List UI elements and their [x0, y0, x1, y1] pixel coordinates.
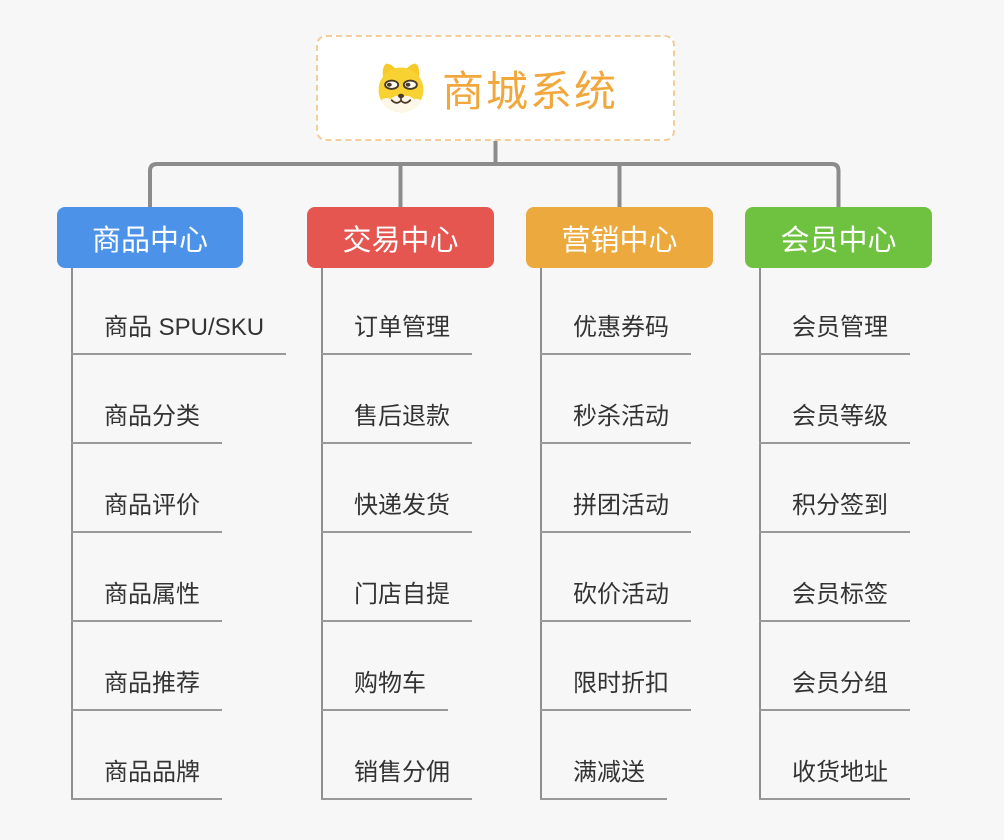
branch-member-center: 会员中心 会员管理 会员等级 积分签到 会员标签 会员分组 收货地址	[745, 207, 932, 800]
mindmap-item[interactable]: 商品分类	[71, 400, 222, 444]
dog-logo-icon	[378, 63, 424, 113]
root-node[interactable]: 商城系统	[316, 35, 675, 141]
mindmap-item[interactable]: 商品推荐	[71, 667, 222, 711]
branch-label: 营销中心	[561, 224, 678, 257]
mindmap-item[interactable]: 砍价活动	[540, 578, 691, 622]
branch-trunk-line	[321, 268, 323, 800]
branch-node-member-center[interactable]: 会员中心	[745, 207, 932, 268]
branch-label: 交易中心	[342, 224, 459, 257]
branch-trade-center: 交易中心 订单管理 售后退款 快递发货 门店自提 购物车 销售分佣	[307, 207, 494, 800]
mindmap-item[interactable]: 拼团活动	[540, 489, 691, 533]
mindmap-item[interactable]: 积分签到	[759, 489, 910, 533]
mindmap-item[interactable]: 门店自提	[321, 578, 472, 622]
branch-label: 商品中心	[91, 224, 208, 257]
mindmap-item[interactable]: 购物车	[321, 667, 448, 711]
mindmap-item[interactable]: 商品评价	[71, 489, 222, 533]
branch-trunk-line	[540, 268, 542, 800]
mindmap-item[interactable]: 会员标签	[759, 578, 910, 622]
mindmap-item[interactable]: 商品 SPU/SKU	[71, 311, 287, 355]
mindmap-item[interactable]: 商品属性	[71, 578, 222, 622]
mindmap-item[interactable]: 限时折扣	[540, 667, 691, 711]
branch-product-center: 商品中心 商品 SPU/SKU 商品分类 商品评价 商品属性 商品推荐 商品品牌	[57, 207, 287, 800]
branch-trunk-line	[759, 268, 761, 800]
branch-trunk-line	[71, 268, 73, 800]
branch-label: 会员中心	[780, 224, 897, 257]
mindmap-item[interactable]: 秒杀活动	[540, 400, 691, 444]
root-title: 商城系统	[441, 67, 618, 115]
mindmap-item[interactable]: 商品品牌	[71, 756, 222, 800]
mindmap-item[interactable]: 会员等级	[759, 400, 910, 444]
mindmap-item[interactable]: 收货地址	[759, 756, 910, 800]
mindmap-item[interactable]: 满减送	[540, 756, 667, 800]
mindmap-item[interactable]: 会员管理	[759, 311, 910, 355]
branch-node-trade-center[interactable]: 交易中心	[307, 207, 494, 268]
mindmap-item[interactable]: 订单管理	[321, 311, 472, 355]
mindmap-item[interactable]: 销售分佣	[321, 756, 472, 800]
mindmap-item[interactable]: 优惠券码	[540, 311, 691, 355]
mindmap-item[interactable]: 快递发货	[321, 489, 472, 533]
branch-marketing-center: 营销中心 优惠券码 秒杀活动 拼团活动 砍价活动 限时折扣 满减送	[526, 207, 713, 800]
branch-node-product-center[interactable]: 商品中心	[57, 207, 243, 268]
mindmap-item[interactable]: 会员分组	[759, 667, 910, 711]
branch-node-marketing-center[interactable]: 营销中心	[526, 207, 713, 268]
mindmap-item[interactable]: 售后退款	[321, 400, 472, 444]
